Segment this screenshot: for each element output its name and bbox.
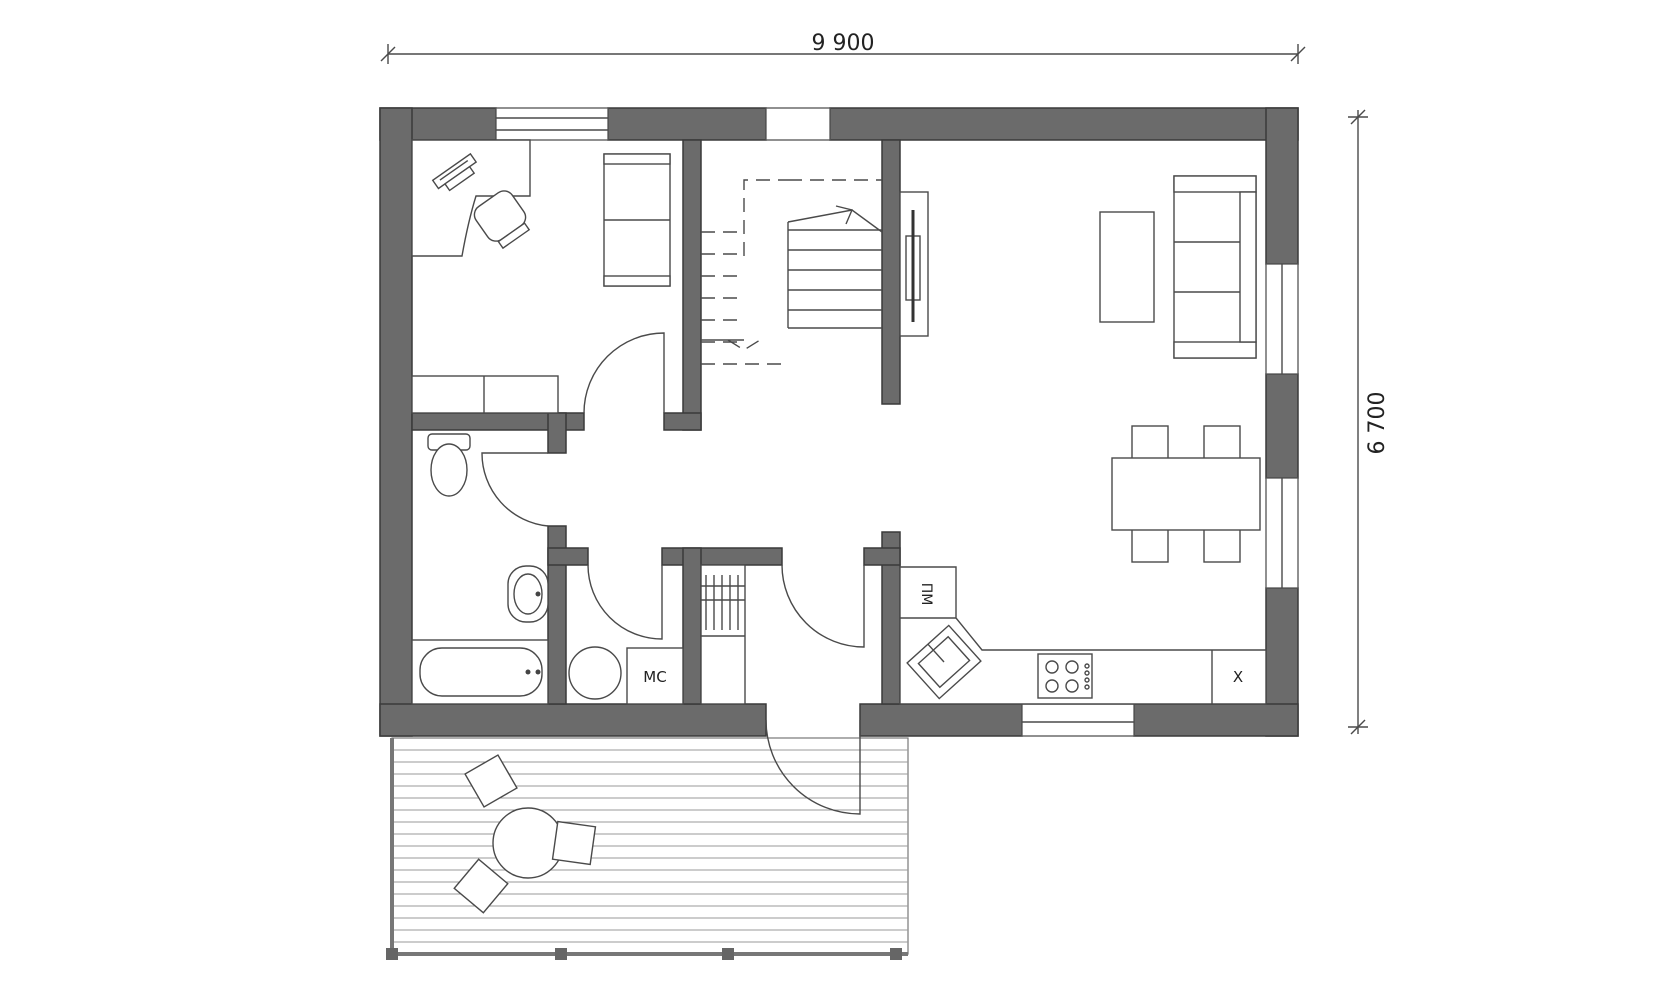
window-bottom-kitchen <box>1021 703 1135 737</box>
door-bathroom <box>481 452 549 527</box>
fridge-label: Х <box>1233 668 1243 686</box>
coffee-table <box>1099 211 1155 323</box>
sofa-bedroom <box>603 153 671 287</box>
terrace <box>386 737 909 960</box>
bathtub-icon <box>411 639 549 705</box>
terrace-chair <box>464 754 518 808</box>
office-chair-icon <box>473 190 531 250</box>
monitor-icon <box>431 152 478 192</box>
windows <box>495 107 1299 737</box>
boiler-icon <box>568 646 622 700</box>
door-entrance <box>765 719 861 815</box>
toilet-icon <box>427 433 471 497</box>
dining-area <box>1111 425 1261 563</box>
closet <box>700 564 746 705</box>
window-top-bedroom <box>495 107 609 141</box>
dining-chair <box>1203 527 1241 563</box>
room-bathroom <box>411 433 549 705</box>
door-kitchen <box>781 564 865 648</box>
washing-machine-label: МС <box>643 668 666 686</box>
washing-machine <box>626 647 684 705</box>
dimension-width-label: 9 900 <box>812 31 875 56</box>
terrace-post <box>890 948 902 960</box>
kitchen-counter <box>899 566 1267 705</box>
terrace-post <box>555 948 567 960</box>
stove-icon <box>899 191 929 337</box>
door-laundry <box>587 564 663 640</box>
sink-icon <box>507 565 549 623</box>
dining-table <box>1111 457 1261 531</box>
terrace-table <box>492 807 564 879</box>
room-living <box>1099 175 1257 359</box>
kitchen-sink-icon <box>906 624 982 700</box>
dining-chair <box>1131 425 1169 461</box>
terrace-post <box>722 948 734 960</box>
sofa-living <box>1173 175 1257 359</box>
door-bedroom <box>583 332 665 414</box>
dimension-height: 6 700 <box>1348 109 1390 735</box>
terrace-post <box>386 948 398 960</box>
wardrobe <box>411 375 559 414</box>
terrace-chair <box>453 858 509 914</box>
room-office <box>411 139 671 414</box>
stairs <box>701 179 883 365</box>
room-kitchen: ПМ Х <box>899 566 1267 705</box>
cooktop-icon <box>1037 653 1093 699</box>
dimension-height-label: 6 700 <box>1365 392 1390 455</box>
dining-chair <box>1131 527 1169 563</box>
walls <box>379 107 1299 737</box>
doors <box>481 332 865 815</box>
terrace-chair <box>551 820 597 866</box>
dishwasher-label: ПМ <box>918 583 934 606</box>
dimension-width: 9 900 <box>380 31 1306 64</box>
window-top-stairs <box>765 107 831 141</box>
room-laundry: МС <box>568 646 684 705</box>
dining-chair <box>1203 425 1241 461</box>
